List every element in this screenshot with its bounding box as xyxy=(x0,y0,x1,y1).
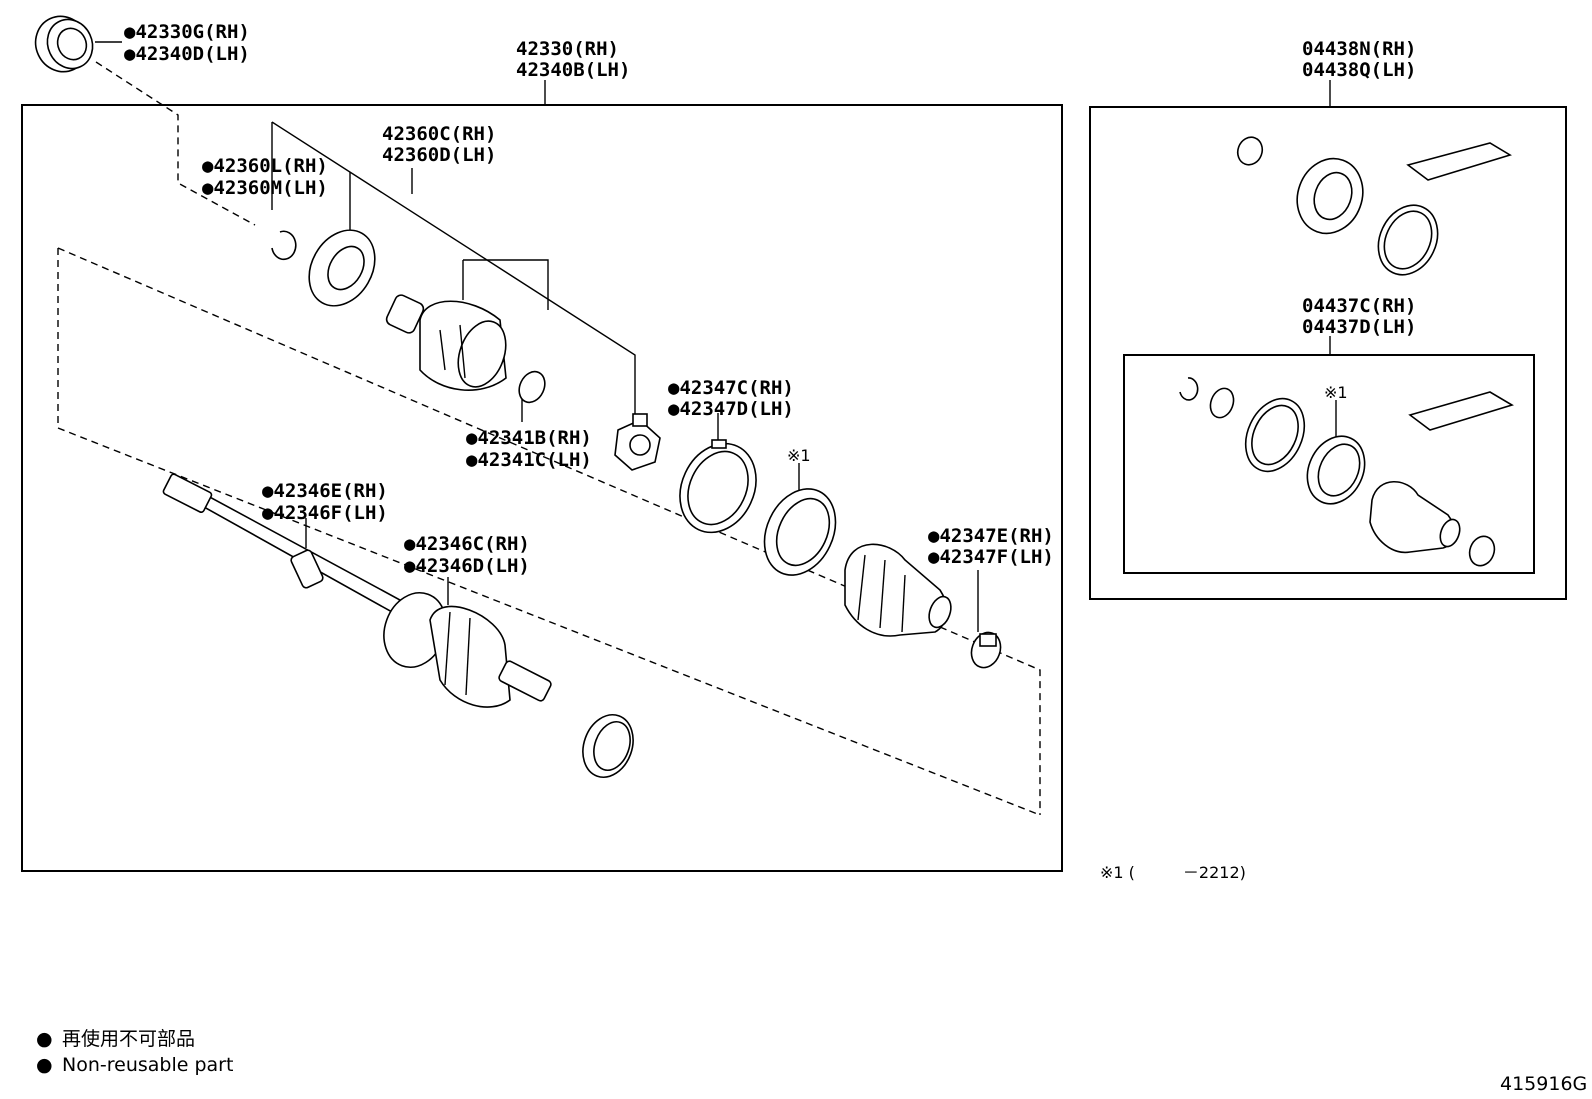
label-42340D: ●42340D(LH) xyxy=(124,43,250,65)
label-42360C: 42360C(RH) xyxy=(382,123,496,145)
outboard-joint xyxy=(383,592,552,708)
legend-bullet-en: ● xyxy=(36,1054,53,1076)
label-42330G: ●42330G(RH) xyxy=(124,21,250,43)
label-mark1-main: ※1 xyxy=(787,446,811,465)
label-42360M: ●42360M(LH) xyxy=(202,177,328,199)
kit2-circlip xyxy=(1209,387,1235,419)
kit2-boot xyxy=(1369,481,1461,554)
label-42346E: ●42346E(RH) xyxy=(262,480,388,502)
label-42346C: ●42346C(RH) xyxy=(404,533,530,555)
kit2-boot-ring xyxy=(1306,435,1366,505)
kit-band-small xyxy=(1236,136,1264,166)
legend-bullet-jp: ● xyxy=(36,1028,53,1050)
boot-clamp-42347E xyxy=(970,631,1002,669)
label-42360L: ●42360L(RH) xyxy=(202,155,328,177)
legend-text-jp: 再使用不可部品 xyxy=(62,1028,195,1050)
kit-grease-packet xyxy=(1406,142,1512,181)
label-42346D: ●42346D(LH) xyxy=(404,555,530,577)
oil-seal xyxy=(34,15,94,73)
label-42330: 42330(RH) xyxy=(516,38,619,60)
label-42360D: 42360D(LH) xyxy=(382,144,496,166)
label-42347D: ●42347D(LH) xyxy=(668,398,794,420)
inboard-boot-ring xyxy=(763,488,837,576)
label-04437D: 04437D(LH) xyxy=(1302,316,1416,338)
tripod-joint xyxy=(614,413,661,471)
footnote-mark1: ※1 ( －2212) xyxy=(1100,863,1246,882)
legend-text-en: Non-reusable part xyxy=(62,1054,233,1076)
label-04438N: 04438N(RH) xyxy=(1302,38,1416,60)
label-42341B: ●42341B(RH) xyxy=(466,427,592,449)
label-42340B: 42340B(LH) xyxy=(516,59,630,81)
label-42347E: ●42347E(RH) xyxy=(928,525,1054,547)
label-42347F: ●42347F(LH) xyxy=(928,546,1054,568)
label-mark1-kit: ※1 xyxy=(1324,383,1348,402)
kit2-clamp xyxy=(1468,535,1496,567)
inboard-boot xyxy=(844,543,952,637)
washer-42360 xyxy=(308,229,376,307)
label-42346F: ●42346F(LH) xyxy=(262,502,388,524)
dust-seal xyxy=(582,714,634,778)
leader-lines xyxy=(95,41,1337,632)
boot-kit-sub-box xyxy=(1123,354,1535,574)
phantom-lines xyxy=(57,61,1041,816)
label-04438Q: 04438Q(LH) xyxy=(1302,59,1416,81)
label-42341C: ●42341C(LH) xyxy=(466,449,592,471)
figure-id: 415916G xyxy=(1500,1073,1587,1095)
boot-band-42347C xyxy=(679,439,757,534)
snap-ring-42360L xyxy=(271,230,297,261)
boot-kit-box xyxy=(1089,106,1567,600)
inboard-joint-housing xyxy=(385,294,507,391)
main-assembly-box xyxy=(21,104,1063,872)
label-42347C: ●42347C(RH) xyxy=(668,377,794,399)
drive-shaft xyxy=(162,473,402,614)
kit-boot-ring xyxy=(1296,157,1364,235)
kit-boot-band xyxy=(1377,204,1439,276)
label-04437C: 04437C(RH) xyxy=(1302,295,1416,317)
kit2-grease-packet xyxy=(1408,391,1514,431)
circlip-42341 xyxy=(518,370,546,404)
kit2-snap-ring xyxy=(1179,377,1199,401)
kit2-boot-band xyxy=(1244,397,1306,473)
